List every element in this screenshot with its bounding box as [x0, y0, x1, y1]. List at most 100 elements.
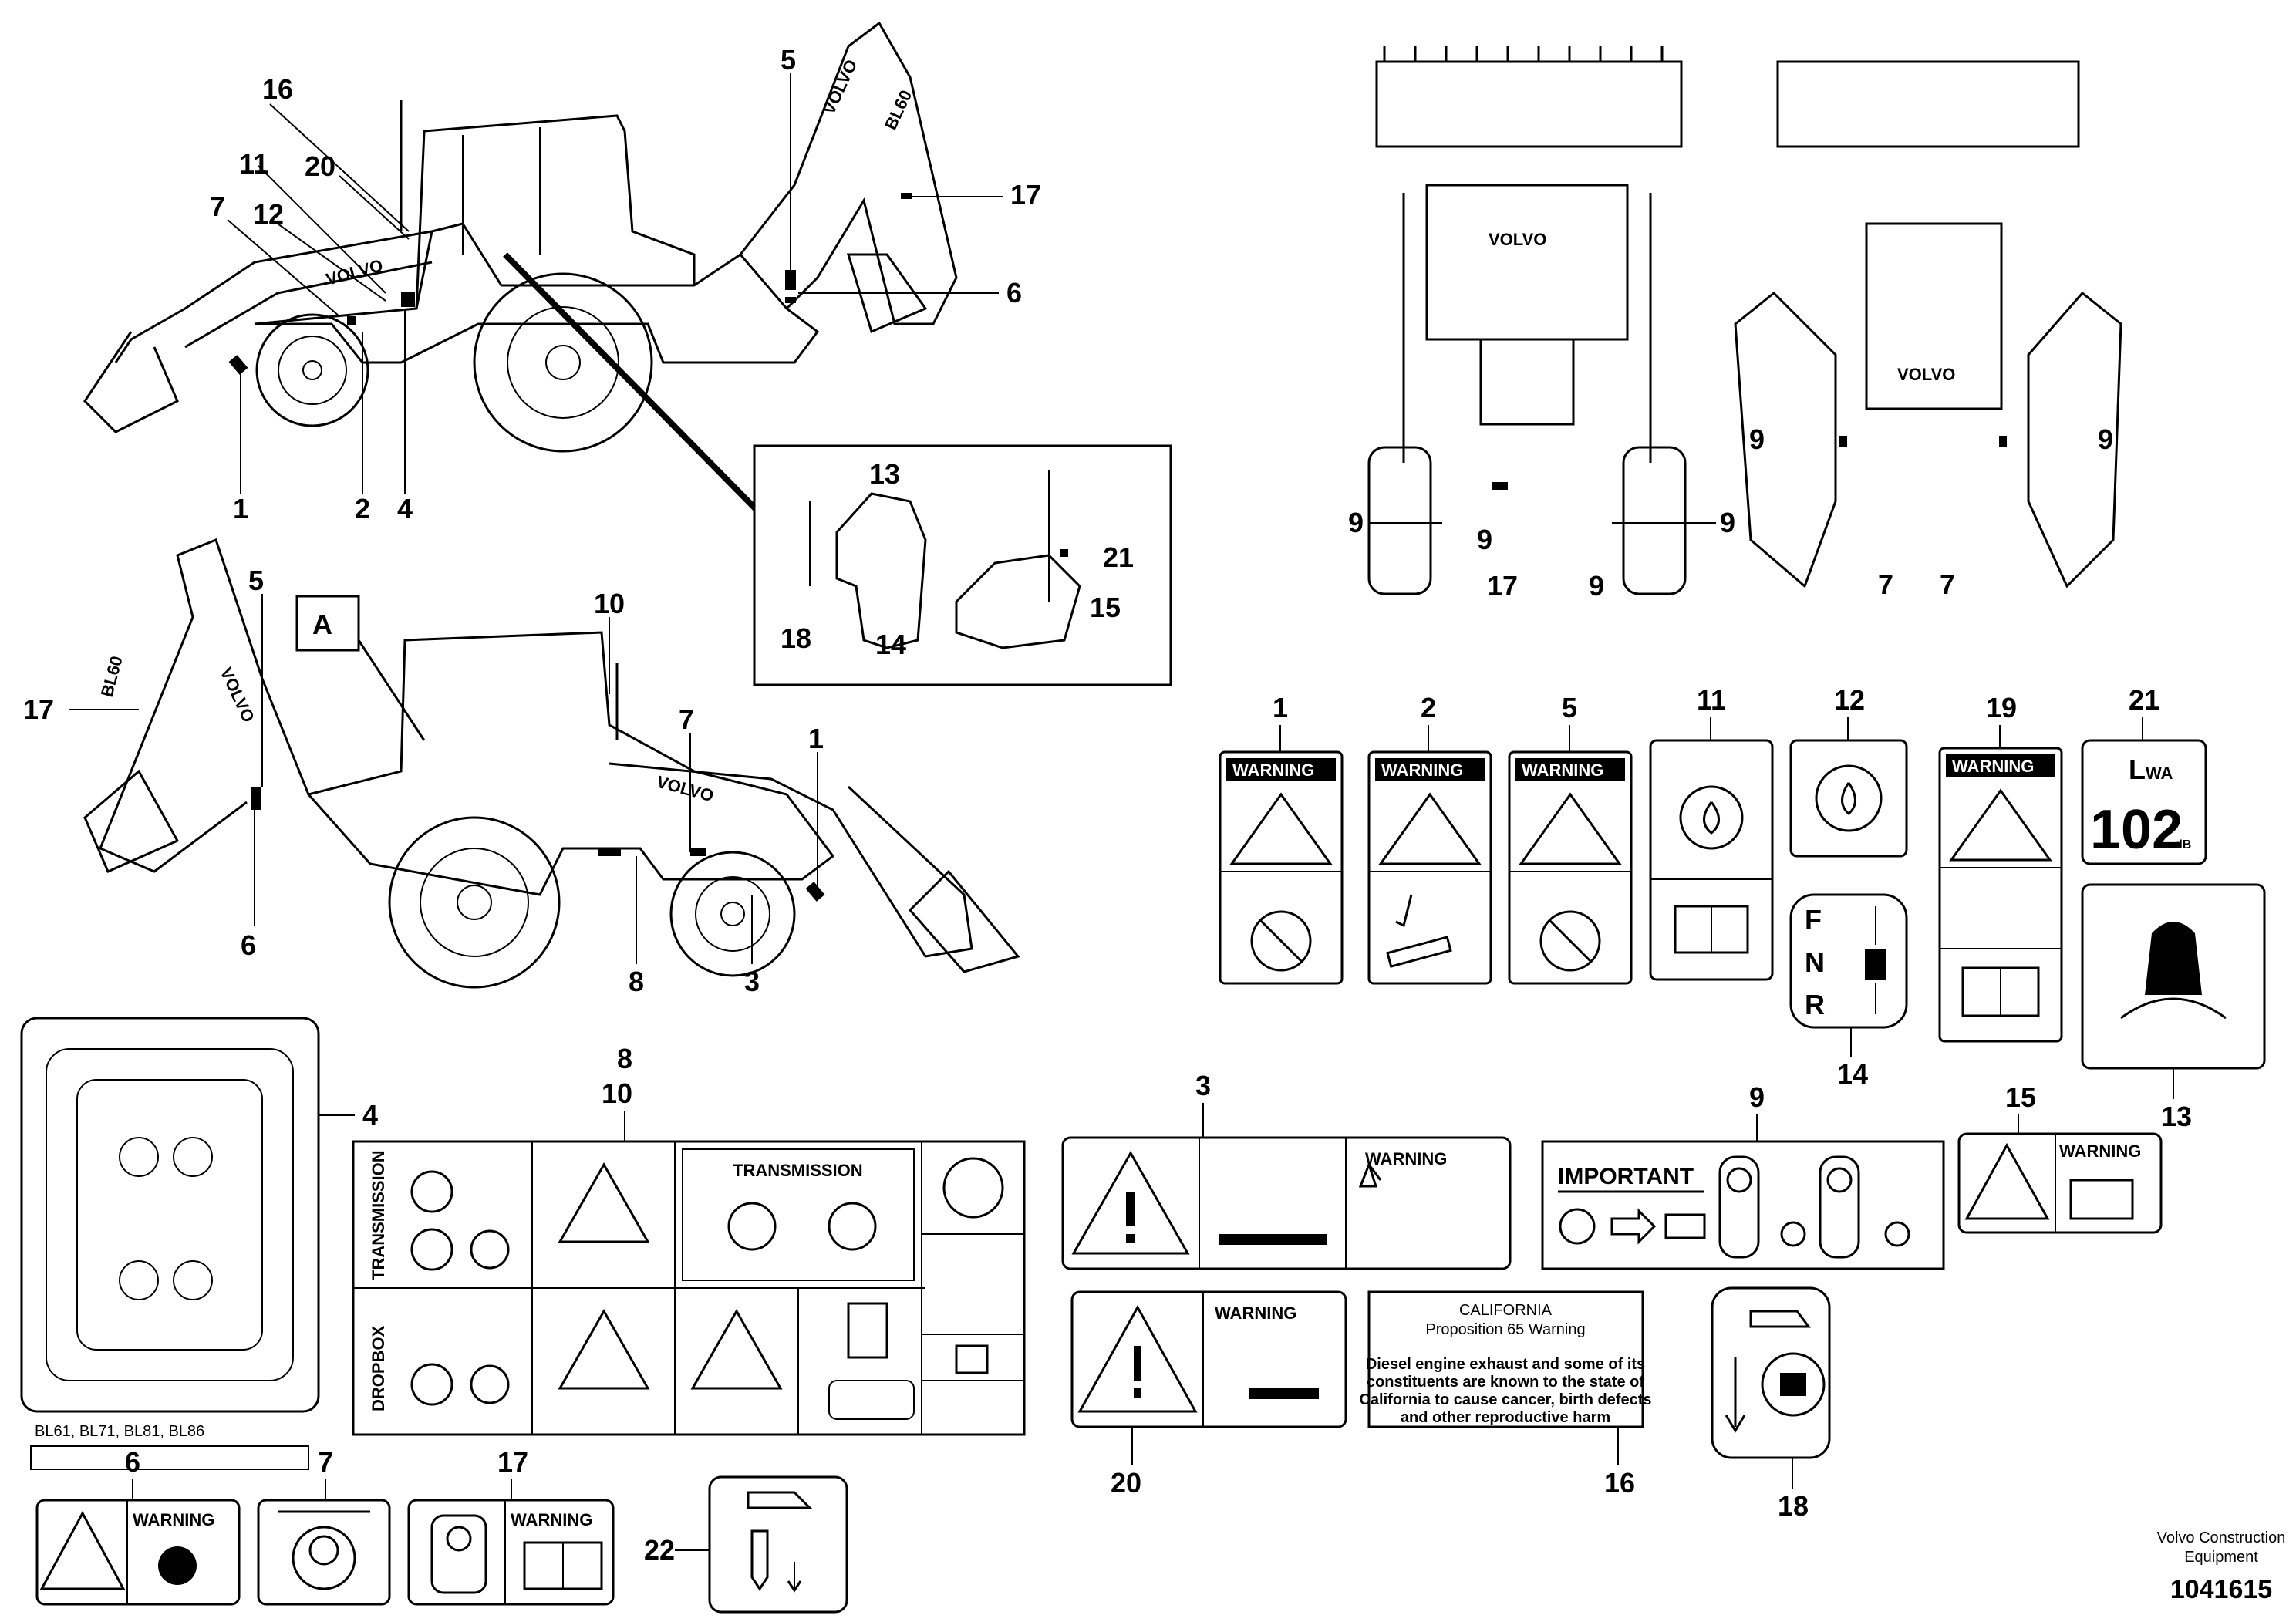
callout-7: 7 — [679, 703, 694, 735]
decal-6: 6 WARNING — [35, 1446, 241, 1606]
svg-text:WARNING: WARNING — [511, 1510, 592, 1529]
callout-5: 5 — [781, 44, 796, 76]
callout-9: 9 — [1348, 507, 1364, 538]
publisher-line2: Equipment — [2184, 1549, 2258, 1566]
svg-text:5: 5 — [1562, 692, 1577, 723]
svg-text:20: 20 — [1111, 1467, 1141, 1499]
decal-12: 12 — [1789, 684, 1908, 858]
callout-12: 12 — [253, 198, 284, 230]
important-label: IMPORTANT — [1558, 1164, 1694, 1189]
svg-text:VOLVO: VOLVO — [1897, 365, 1955, 384]
svg-text:22: 22 — [644, 1534, 675, 1566]
fnr-f: F — [1805, 904, 1822, 936]
callout-6: 6 — [1006, 277, 1022, 309]
lwa-unit: dB — [2175, 838, 2191, 851]
callout-9: 9 — [2098, 423, 2113, 455]
svg-text:17: 17 — [497, 1446, 528, 1478]
svg-text:19: 19 — [1986, 692, 2017, 723]
svg-text:WARNING: WARNING — [1952, 757, 2034, 776]
svg-text:WARNING: WARNING — [133, 1510, 214, 1529]
decal-14: F N R 14 — [1789, 893, 1908, 1090]
callout-20: 20 — [305, 150, 335, 182]
callout-8: 8 — [629, 966, 644, 997]
svg-text:7: 7 — [318, 1446, 333, 1478]
publisher-line1: Volvo Construction — [2157, 1529, 2286, 1546]
callout-1: 1 — [233, 493, 248, 524]
lwa-label: LWA — [2129, 754, 2173, 785]
svg-text:WARNING: WARNING — [1522, 760, 1603, 780]
svg-text:18: 18 — [1778, 1490, 1809, 1522]
callout-9: 9 — [1720, 507, 1735, 538]
service-chart-models: BL61, BL71, BL81, BL86 — [35, 1423, 204, 1440]
svg-text:BL60: BL60 — [97, 654, 126, 699]
svg-text:9: 9 — [1749, 1081, 1765, 1113]
decal-13: 13 — [2081, 883, 2266, 1132]
callout-16: 16 — [262, 73, 293, 105]
decal-19: 19 WARNING — [1938, 692, 2063, 1043]
svg-text:2: 2 — [1421, 692, 1436, 723]
svg-text:12: 12 — [1834, 684, 1865, 716]
decal-4-service-chart: BL61, BL71, BL81, BL86 4 — [20, 1017, 378, 1470]
callout-17: 17 — [1487, 570, 1518, 602]
fnr-n: N — [1805, 946, 1825, 978]
callout-7: 7 — [1878, 568, 1893, 600]
svg-text:VOLVO: VOLVO — [1489, 230, 1546, 249]
decal-15: 15 WARNING — [1957, 1081, 2163, 1234]
callout-10: 10 — [594, 588, 625, 619]
svg-text:1: 1 — [1273, 692, 1288, 723]
lwa-value: 102 — [2090, 799, 2183, 861]
ca-body-4: and other reproductive harm — [1401, 1409, 1610, 1426]
svg-text:VOLVO: VOLVO — [216, 665, 258, 726]
decal-5: 5 WARNING — [1508, 692, 1633, 985]
ca-body-1: Diesel engine exhaust and some of its — [1366, 1356, 1645, 1373]
decal-21: 21 LWA 102 dB — [2081, 684, 2207, 865]
svg-text:WARNING: WARNING — [1381, 760, 1463, 780]
machine-rear-view: VOLVO 9 9 7 7 — [1734, 60, 2122, 600]
svg-text:10: 10 — [602, 1077, 632, 1109]
detail-letter: A — [312, 609, 332, 640]
decal-20: WARNING 20 — [1070, 1290, 1347, 1499]
callout-5: 5 — [248, 565, 264, 596]
callout-17: 17 — [1010, 179, 1041, 211]
brand-label-bottom: VOLVO — [655, 772, 716, 806]
callout-7: 7 — [1940, 568, 1955, 600]
svg-text:14: 14 — [1837, 1058, 1868, 1090]
ca-body-2: constituents are known to the state of — [1367, 1374, 1644, 1391]
ca-line1: CALIFORNIA — [1459, 1302, 1553, 1319]
transmission-label-side: TRANSMISSION — [369, 1150, 388, 1280]
dropbox-label: DROPBOX — [369, 1325, 388, 1411]
inset-detail: 13 18 14 21 15 — [753, 444, 1172, 686]
svg-text:VOLVO: VOLVO — [819, 56, 861, 117]
decal-22: 22 — [644, 1475, 848, 1614]
callout-3: 3 — [744, 966, 760, 997]
svg-text:8: 8 — [617, 1043, 632, 1074]
svg-text:13: 13 — [2161, 1101, 2192, 1132]
callout-4: 4 — [397, 493, 413, 524]
document-ref: 1041615 — [2170, 1575, 2272, 1604]
transmission-label: TRANSMISSION — [733, 1161, 863, 1180]
callout-2: 2 — [355, 493, 370, 524]
svg-text:16: 16 — [1604, 1467, 1635, 1499]
callout-21: 21 — [1103, 541, 1134, 573]
decal-17: 17 WARNING — [407, 1446, 615, 1606]
decal-7: 7 — [257, 1446, 391, 1606]
callout-15: 15 — [1090, 592, 1121, 623]
ca-line2: Proposition 65 Warning — [1425, 1321, 1585, 1338]
decal-9: 9 IMPORTANT — [1541, 1081, 1945, 1270]
svg-text:4: 4 — [362, 1099, 378, 1131]
publisher-block: Volvo Construction Equipment 1041615 — [2157, 1529, 2286, 1604]
callout-7: 7 — [210, 191, 225, 222]
callout-14: 14 — [875, 629, 906, 660]
decal-1: 1 WARNING — [1219, 692, 1344, 985]
callout-9: 9 — [1477, 524, 1492, 555]
machine-side-view-top: VOLVO BL60 VOLVO 16 20 11 12 7 1 2 4 5 1… — [83, 21, 1041, 524]
svg-text:11: 11 — [1697, 684, 1726, 716]
decal-16-california: CALIFORNIA Proposition 65 Warning Diesel… — [1359, 1290, 1652, 1499]
svg-text:WARNING: WARNING — [1365, 1149, 1447, 1168]
callout-1: 1 — [808, 723, 824, 754]
svg-text:WARNING: WARNING — [2059, 1141, 2141, 1161]
svg-text:3: 3 — [1195, 1070, 1211, 1101]
callout-9: 9 — [1749, 423, 1765, 455]
svg-text:15: 15 — [2005, 1081, 2036, 1113]
